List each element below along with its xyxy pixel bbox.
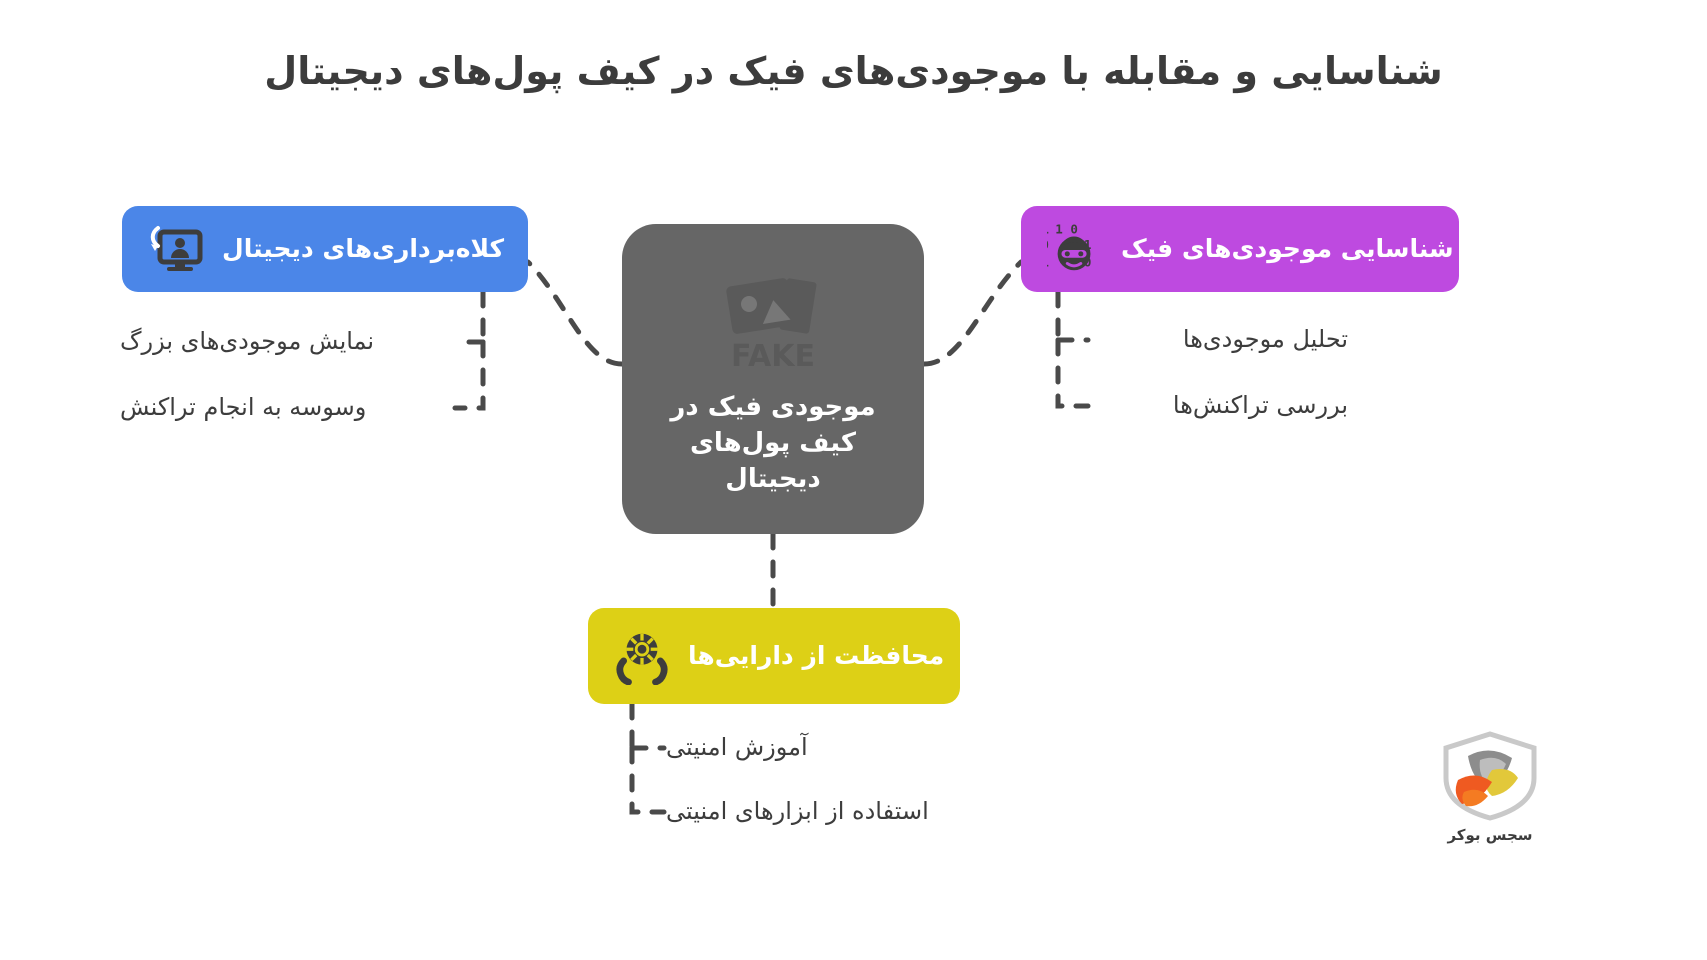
svg-text:1: 1 (1084, 237, 1092, 252)
svg-text:0: 0 (1047, 237, 1049, 252)
fake-photo-icon: FAKE (707, 266, 839, 374)
branch-label-protect: محافظت از دارایی‌ها (688, 641, 945, 670)
subitem-detect-1: تحلیل موجودی‌ها (1182, 325, 1348, 353)
brand-logo: سجس بوکر (1410, 730, 1570, 858)
hands-holding-shield-icon (614, 628, 670, 685)
brand-name: سجس بوکر (1447, 826, 1533, 844)
fake-icon-caption: FAKE (731, 339, 815, 372)
page-title: شناسایی و مقابله با موجودی‌های فیک در کی… (264, 49, 1443, 93)
branch-label-scams: کلاه‌برداری‌های دیجیتال (222, 234, 504, 263)
subitem-protect-1: آموزش امنیتی (666, 733, 808, 761)
connector-hub-to-detect (921, 259, 1024, 367)
connector-scams-item-2 (452, 339, 486, 411)
monitor-user-icon (148, 221, 204, 277)
branch-node-protect[interactable]: محافظت از دارایی‌ها (588, 608, 960, 704)
subitem-scams-1: نمایش موجودی‌های بزرگ (120, 327, 375, 355)
central-hub-node[interactable]: FAKE موجودی فیک در کیف پول‌های دیجیتال (622, 224, 924, 534)
branch-node-detect[interactable]: 1 0 0 1 0 1 1 0 شناسایی موجودی‌های فیک (1021, 206, 1459, 292)
svg-text:0 1: 0 1 (1055, 222, 1078, 237)
connector-detect-item-2 (1055, 337, 1091, 409)
svg-text:1: 1 (1047, 254, 1049, 269)
connector-protect-item-2 (629, 745, 667, 815)
svg-text:1 0: 1 0 (1047, 222, 1049, 237)
connector-hub-to-scams (525, 259, 625, 367)
central-hub-label: موجودی فیک در کیف پول‌های دیجیتال (670, 392, 876, 494)
subitem-protect-2: استفاده از ابزارهای امنیتی (666, 797, 929, 825)
subitem-scams-2: وسوسه به انجام تراکنش (120, 393, 367, 421)
branch-node-scams[interactable]: کلاه‌برداری‌های دیجیتال (122, 206, 528, 292)
branch-label-detect: شناسایی موجودی‌های فیک (1121, 234, 1454, 263)
subitem-detect-2: بررسی تراکنش‌ها (1172, 391, 1348, 419)
shield-logo-icon (1434, 730, 1546, 822)
masked-hacker-binary-icon: 1 0 0 1 0 1 1 0 (1047, 221, 1103, 277)
